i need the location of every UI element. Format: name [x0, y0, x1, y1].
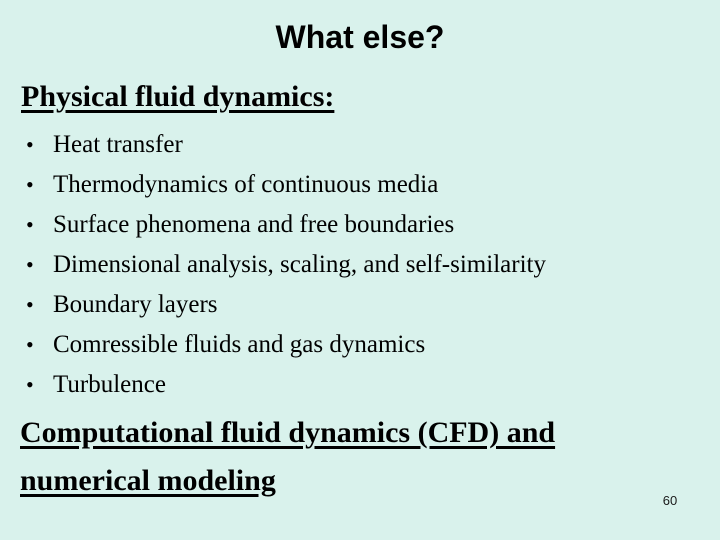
list-item: • Turbulence — [22, 365, 682, 405]
list-item: • Thermodynamics of continuous media — [22, 165, 682, 205]
bullet-icon: • — [26, 252, 34, 277]
list-item: • Boundary layers — [22, 285, 682, 325]
page-number: 60 — [662, 493, 678, 508]
list-item-label: Dimensional analysis, scaling, and self-… — [53, 251, 546, 278]
list-item-label: Turbulence — [53, 371, 166, 398]
physical-fluid-dynamics-heading: Physical fluid dynamics: — [21, 80, 334, 114]
list-item: • Heat transfer — [22, 125, 682, 165]
bullet-icon: • — [26, 372, 34, 397]
cfd-heading-line1: Computational fluid dynamics (CFD) and — [20, 416, 556, 449]
physical-fluid-dynamics-heading-text: Physical fluid dynamics: — [21, 80, 335, 113]
bullet-icon: • — [26, 132, 34, 157]
list-item: • Comressible fluids and gas dynamics — [22, 325, 682, 365]
bullet-icon: • — [26, 172, 34, 197]
bullet-icon: • — [26, 332, 34, 357]
list-item-label: Thermodynamics of continuous media — [53, 171, 439, 198]
list-item-label: Heat transfer — [53, 131, 183, 158]
cfd-heading: Computational fluid dynamics (CFD) and n… — [20, 409, 555, 505]
list-item-label: Surface phenomena and free boundaries — [53, 211, 455, 238]
bullet-icon: • — [26, 292, 34, 317]
physical-topics-list: • Heat transfer • Thermodynamics of cont… — [22, 125, 682, 405]
list-item: • Dimensional analysis, scaling, and sel… — [22, 245, 682, 285]
list-item-label: Boundary layers — [53, 291, 218, 318]
bullet-icon: • — [26, 212, 34, 237]
list-item-label: Comressible fluids and gas dynamics — [53, 331, 426, 358]
slide-title: What else? — [275, 19, 445, 55]
list-item: • Surface phenomena and free boundaries — [22, 205, 682, 245]
cfd-heading-line2: numerical modeling — [20, 464, 276, 497]
